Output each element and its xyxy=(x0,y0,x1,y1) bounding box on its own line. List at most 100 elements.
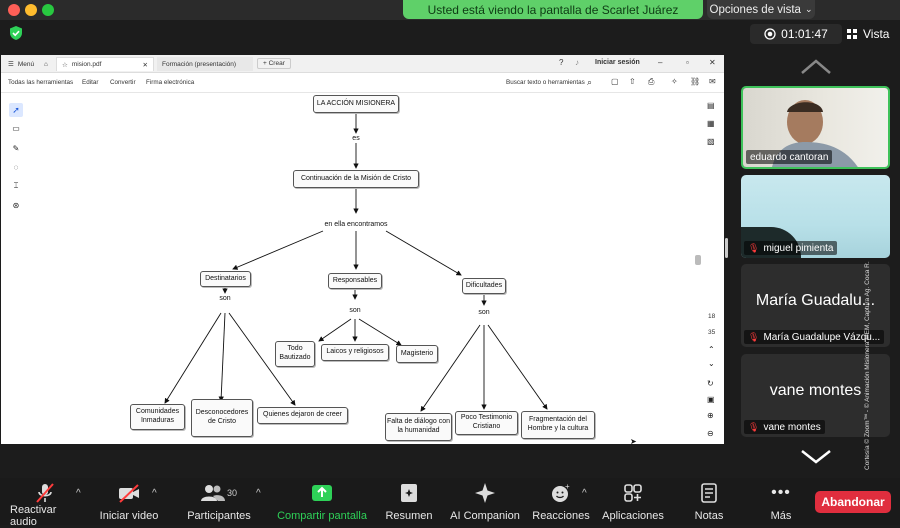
zoom-out-icon[interactable]: ⊖ xyxy=(707,429,714,438)
esign-menu[interactable]: Firma electrónica xyxy=(146,79,195,86)
participant-display-name: vane montes xyxy=(769,382,862,399)
mail-icon[interactable]: ✉ xyxy=(709,77,716,86)
create-button[interactable]: + Crear xyxy=(257,58,291,69)
participant-tile[interactable]: María Guadalu... 🎙 María Guadalupe Vázqu… xyxy=(741,264,890,347)
meeting-controls: Reactivar audio ^ Iniciar video ^ 30 Par… xyxy=(0,478,900,528)
participants-button[interactable]: 30 Participantes xyxy=(186,482,252,522)
pdf-toolbar: Todas las herramientas Editar Convertir … xyxy=(1,73,724,93)
scroll-down-chevron-icon[interactable] xyxy=(800,448,832,464)
participant-name: María Guadalupe Vázqu... xyxy=(763,331,881,343)
node-root: LA ACCIÓN MISIONERA xyxy=(313,95,399,113)
page-current[interactable]: 18 xyxy=(708,313,716,320)
scroll-thumb[interactable] xyxy=(695,255,701,265)
view-options-button[interactable]: Opciones de vista ⌄ xyxy=(707,0,815,19)
summary-button[interactable]: Resumen xyxy=(384,482,434,522)
participant-count: 30 xyxy=(226,488,237,498)
close-tab-icon[interactable]: ✕ xyxy=(142,61,148,69)
menu-label: Menú xyxy=(17,60,35,68)
upload-icon[interactable]: ⇧ xyxy=(629,77,636,86)
text-select-icon[interactable]: ⌶ xyxy=(13,181,19,190)
participant-name-tag: eduardo cantoran xyxy=(746,150,833,164)
grid-view-icon xyxy=(847,29,857,39)
edit-menu[interactable]: Editar xyxy=(82,79,99,86)
panel-resize-handle[interactable] xyxy=(725,238,728,258)
reactions-button[interactable]: + Reacciones xyxy=(530,482,592,522)
convert-menu[interactable]: Convertir xyxy=(110,79,136,86)
link-en-ella: en ella encontramos xyxy=(324,221,388,228)
link-icon[interactable]: ⛓ xyxy=(690,77,701,86)
minimize-icon[interactable]: – xyxy=(658,58,663,67)
tab-formacion[interactable]: Formación (presentación) xyxy=(157,57,253,71)
node-todo-bautizado: Todo Bautizado xyxy=(275,341,315,367)
audio-options-caret-icon[interactable]: ^ xyxy=(76,488,81,499)
close-window-icon[interactable] xyxy=(8,4,20,16)
page-up-icon[interactable]: ⌃ xyxy=(708,345,715,354)
signin-button[interactable]: Iniciar sesión xyxy=(595,59,640,66)
participant-tile[interactable]: eduardo cantoran xyxy=(741,86,890,169)
recording-dot-icon xyxy=(764,28,776,40)
open-icon[interactable]: ▢ xyxy=(611,77,619,86)
participant-tile[interactable]: 🎙 miguel pimienta xyxy=(741,175,890,258)
all-tools-menu[interactable]: Todas las herramientas xyxy=(8,79,74,86)
home-tab[interactable]: ⌂ xyxy=(39,57,53,71)
tab-mision-pdf[interactable]: ☆ mision.pdf ✕ xyxy=(56,57,154,71)
notes-label: Notas xyxy=(694,510,724,522)
menu-button[interactable]: ☰ Menú xyxy=(3,57,39,71)
participant-name-tag: 🎙 miguel pimienta xyxy=(744,241,838,255)
zoom-in-icon[interactable]: ⊕ xyxy=(707,411,714,420)
left-tool-rail: ➚ ▭ ✎ ◌ ⌶ ⊛ xyxy=(7,103,25,223)
more-button[interactable]: ••• Más xyxy=(764,482,798,522)
notes-button[interactable]: Notas xyxy=(690,482,728,522)
lasso-tool-icon[interactable]: ◌ xyxy=(13,162,19,172)
video-options-caret-icon[interactable]: ^ xyxy=(152,488,157,499)
reactions-caret-icon[interactable]: ^ xyxy=(582,488,587,499)
share-screen-label: Compartir pantalla xyxy=(277,510,367,522)
help-icon[interactable]: ? xyxy=(559,58,564,67)
apps-button[interactable]: Aplicaciones xyxy=(600,482,666,522)
unmute-button[interactable]: Reactivar audio xyxy=(10,482,80,528)
apps-label: Aplicaciones xyxy=(602,510,664,522)
home-icon: ⌂ xyxy=(44,60,48,68)
select-tool-icon[interactable]: ➚ xyxy=(9,103,23,117)
scroll-up-chevron-icon[interactable] xyxy=(800,58,832,76)
search-tools-input[interactable]: Buscar texto o herramientas xyxy=(506,79,585,86)
shared-screen[interactable]: ☰ Menú ⌂ ☆ mision.pdf ✕ Formación (prese… xyxy=(1,55,724,444)
leave-meeting-button[interactable]: Abandonar xyxy=(815,491,891,513)
close-icon[interactable]: ✕ xyxy=(709,58,716,67)
node-dificultades: Dificultades xyxy=(462,278,506,294)
participants-caret-icon[interactable]: ^ xyxy=(256,488,261,499)
minimize-window-icon[interactable] xyxy=(25,4,37,16)
link-es: es xyxy=(352,135,360,142)
comments-panel-icon[interactable]: ▤ xyxy=(707,101,715,110)
search-icon[interactable]: ⌕ xyxy=(587,77,593,87)
share-screen-icon xyxy=(311,482,333,504)
ai-assistant-icon[interactable]: ✧ xyxy=(671,77,678,86)
bookmark-panel-icon[interactable]: ▦ xyxy=(707,119,715,128)
security-shield-icon[interactable] xyxy=(8,25,24,41)
comment-tool-icon[interactable]: ▭ xyxy=(12,123,20,133)
view-button[interactable]: Vista xyxy=(846,24,896,44)
participant-name: eduardo cantoran xyxy=(750,151,829,163)
ai-companion-button[interactable]: AI Companion xyxy=(448,482,522,522)
page-down-icon[interactable]: ⌄ xyxy=(708,359,715,368)
maximize-window-icon[interactable] xyxy=(42,4,54,16)
share-screen-button[interactable]: Compartir pantalla xyxy=(276,482,368,522)
fit-page-icon[interactable]: ▣ xyxy=(707,395,715,404)
print-icon[interactable]: ⎙ xyxy=(648,77,655,86)
participants-icon: 30 xyxy=(200,482,237,504)
participant-display-name: María Guadalu... xyxy=(755,292,876,309)
restore-icon[interactable]: ▫ xyxy=(686,58,689,67)
stamp-tool-icon[interactable]: ⊛ xyxy=(12,200,20,210)
pages-panel-icon[interactable]: ▧ xyxy=(707,137,715,146)
pen-tool-icon[interactable]: ✎ xyxy=(12,143,20,153)
more-icon: ••• xyxy=(771,484,791,501)
ai-companion-label: AI Companion xyxy=(450,510,520,522)
participant-name-tag: 🎙 María Guadalupe Vázqu... xyxy=(744,330,885,344)
unmute-label: Reactivar audio xyxy=(10,504,57,528)
start-video-button[interactable]: Iniciar video xyxy=(98,482,160,522)
view-options-label: Opciones de vista xyxy=(709,3,801,16)
bell-icon[interactable]: ♪ xyxy=(575,58,579,67)
rotate-icon[interactable]: ↻ xyxy=(707,379,714,388)
participant-tile[interactable]: vane montes 🎙 vane montes xyxy=(741,354,890,437)
participants-label: Participantes xyxy=(187,510,251,522)
